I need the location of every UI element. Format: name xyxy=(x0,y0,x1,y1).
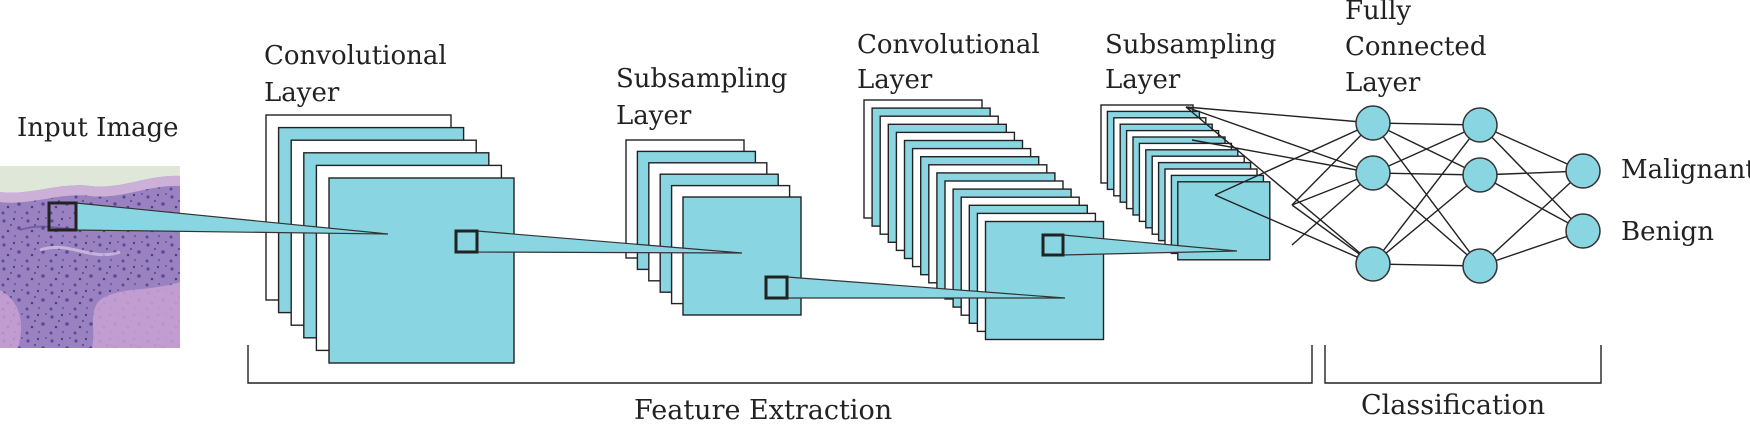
connection-line xyxy=(1214,122,1374,196)
conv1-label: Convolutional Layer xyxy=(264,41,455,108)
connection-line xyxy=(1185,106,1374,174)
beam-conv1-sub1-window xyxy=(454,229,479,254)
conv1-stack-plate xyxy=(328,177,515,364)
feature-extraction-bracket: Feature Extraction xyxy=(247,345,1313,424)
hidden-neuron-l1-3 xyxy=(1355,246,1391,282)
connection-line xyxy=(1185,106,1374,265)
output-label-malignant: Malignant xyxy=(1621,155,1750,185)
sub1-stack-plate xyxy=(682,196,802,316)
conv2-label: Convolutional Layer xyxy=(857,30,1048,95)
connection-line xyxy=(1291,172,1374,246)
hidden-neuron-l1-2 xyxy=(1355,155,1391,191)
feature-map-stacks xyxy=(265,99,1271,364)
sub2-label: Subsampling Layer xyxy=(1105,30,1285,95)
conv2-stack xyxy=(863,99,1105,341)
sub1-label: Subsampling Layer xyxy=(616,64,796,131)
beam-input-conv1-window xyxy=(47,201,78,232)
hidden-neuron-l2-2 xyxy=(1462,157,1498,193)
connection-line xyxy=(1479,124,1584,232)
beam-conv2-sub2-window xyxy=(1041,233,1065,257)
connection-line xyxy=(1372,124,1481,174)
sub1-stack xyxy=(625,139,802,316)
hidden-neuron-l2-3 xyxy=(1462,248,1498,284)
output-neuron-1 xyxy=(1565,153,1601,189)
connection-line xyxy=(1372,174,1481,265)
receptive-field-beams xyxy=(47,201,1238,300)
connection-line xyxy=(1479,174,1584,232)
sub2-stack xyxy=(1100,104,1271,261)
hidden-neuron-l2-1 xyxy=(1462,107,1498,143)
beam-input-conv1 xyxy=(47,201,389,235)
connection-line xyxy=(1479,170,1584,267)
connection-line xyxy=(1372,172,1481,176)
feature-extraction-label: Feature Extraction xyxy=(634,395,892,424)
conv1-stack xyxy=(265,114,515,364)
classification-bracket: Classification xyxy=(1324,345,1602,421)
input-image-label: Input Image xyxy=(17,113,179,143)
beam-sub1-conv2 xyxy=(764,275,1066,300)
connection-line xyxy=(1291,122,1374,206)
connection-line xyxy=(1214,194,1374,265)
connection-line xyxy=(1479,124,1584,172)
connection-line xyxy=(1372,122,1481,126)
beam-conv1-sub1 xyxy=(454,229,743,254)
connection-line xyxy=(1372,124,1481,265)
fc-neurons xyxy=(1355,105,1601,284)
fc-label: Fully Connected Layer xyxy=(1345,0,1495,98)
output-label-benign: Benign xyxy=(1621,217,1714,247)
classification-label: Classification xyxy=(1361,390,1545,421)
hidden-neuron-l1-1 xyxy=(1355,105,1391,141)
input-image-group: Input Image xyxy=(0,113,180,348)
fc-connections xyxy=(1185,106,1584,267)
input-image xyxy=(0,166,180,348)
connection-line xyxy=(1479,230,1584,267)
connection-line xyxy=(1372,263,1481,267)
beam-sub1-conv2-window xyxy=(764,275,789,300)
beam-conv2-sub2 xyxy=(1041,233,1238,257)
connection-line xyxy=(1185,106,1374,124)
output-neuron-2 xyxy=(1565,213,1601,249)
connection-line xyxy=(1191,139,1374,174)
